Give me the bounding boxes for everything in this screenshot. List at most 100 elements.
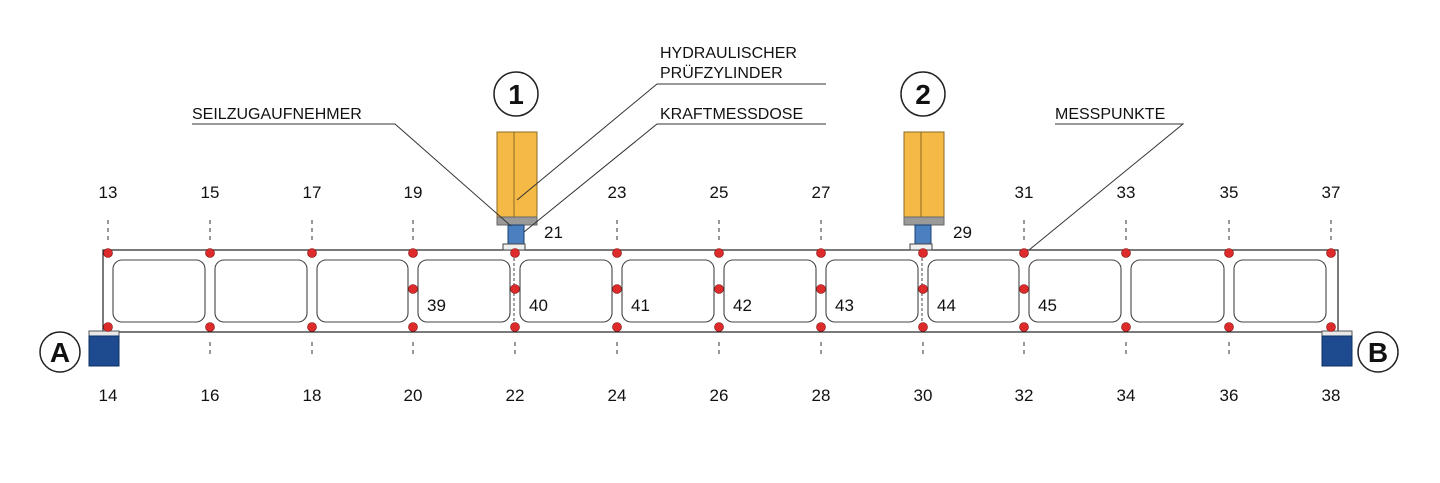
- measure-point-bottom: [1019, 322, 1029, 332]
- measure-point-web: [918, 284, 928, 294]
- measure-point-top: [510, 248, 520, 258]
- hydraulic-cylinder-1: [496, 131, 538, 251]
- station-number-top: 33: [1117, 183, 1136, 202]
- measure-point-bottom: [510, 322, 520, 332]
- support-b-label: B: [1368, 337, 1388, 368]
- measure-point-bottom: [918, 322, 928, 332]
- station-number-web: 42: [733, 296, 752, 315]
- measure-point-bottom: [205, 322, 215, 332]
- beam-cell: [621, 259, 715, 323]
- station-number-bottom: 22: [506, 386, 525, 405]
- leader-hydraulic: [516, 83, 826, 201]
- measure-point-bottom: [816, 322, 826, 332]
- leader-load-cell: [523, 123, 826, 233]
- station-number-bottom: 24: [608, 386, 627, 405]
- load-point-1-circle: [493, 71, 539, 117]
- measure-point-web: [816, 284, 826, 294]
- measure-point-bottom: [612, 322, 622, 332]
- station-number-top: 21: [544, 223, 563, 242]
- support-plate-a: [88, 330, 120, 337]
- measure-point-bottom: [408, 322, 418, 332]
- measure-point-bottom: [103, 322, 113, 332]
- support-a-circle: [39, 331, 81, 373]
- load-point-2-label: 2: [915, 79, 931, 110]
- station-number-top: 35: [1220, 183, 1239, 202]
- beam-cell: [927, 259, 1020, 323]
- support-block-a: [88, 335, 120, 367]
- beam-cell: [519, 259, 613, 323]
- station-number-top: 13: [99, 183, 118, 202]
- measure-point-top: [714, 248, 724, 258]
- station-number-web: 43: [835, 296, 854, 315]
- label-measure-points: MESSPUNKTE: [1055, 106, 1165, 123]
- station-number-top: 19: [404, 183, 423, 202]
- station-number-top: 29: [953, 223, 972, 242]
- station-number-bottom: 28: [812, 386, 831, 405]
- station-number-web: 41: [631, 296, 650, 315]
- station-number-web: 45: [1038, 296, 1057, 315]
- beam-cell: [1028, 259, 1122, 323]
- station-number-web: 40: [529, 296, 548, 315]
- measure-point-top: [612, 248, 622, 258]
- station-number-bottom: 14: [99, 386, 118, 405]
- measure-point-top: [816, 248, 826, 258]
- measure-points: [103, 248, 1336, 332]
- measure-point-web: [408, 284, 418, 294]
- beam-cell: [417, 259, 511, 323]
- measure-point-bottom: [1326, 322, 1336, 332]
- measurement-axes: [107, 220, 1332, 358]
- measure-point-top: [918, 248, 928, 258]
- beam-cell: [214, 259, 308, 323]
- measure-point-web: [510, 284, 520, 294]
- beam-cell: [825, 259, 919, 323]
- leader-measure-points: [1028, 123, 1185, 251]
- support-b-circle: [1357, 331, 1399, 373]
- measure-point-web: [1019, 284, 1029, 294]
- measure-point-top: [1019, 248, 1029, 258]
- beam-cell: [1130, 259, 1225, 323]
- load-cell-1: [507, 224, 525, 245]
- beam-cells: [112, 259, 1327, 323]
- station-number-bottom: 38: [1322, 386, 1341, 405]
- measure-point-bottom: [307, 322, 317, 332]
- load-point-1-label: 1: [508, 79, 524, 110]
- support-plate-b: [1321, 330, 1353, 337]
- load-point-2-circle: [900, 71, 946, 117]
- measure-point-top: [103, 248, 113, 258]
- measure-point-top: [205, 248, 215, 258]
- measure-point-bottom: [1224, 322, 1234, 332]
- station-number-top: 15: [201, 183, 220, 202]
- beam-cell: [316, 259, 409, 323]
- label-hydraulic-line2: PRÜFZYLINDER: [660, 64, 783, 82]
- beam-cell: [723, 259, 817, 323]
- leader-cable-sensor: [192, 123, 512, 227]
- station-number-web: 39: [427, 296, 446, 315]
- station-number-bottom: 26: [710, 386, 729, 405]
- measure-point-top: [1121, 248, 1131, 258]
- station-number-top: 37: [1322, 183, 1341, 202]
- station-number-bottom: 36: [1220, 386, 1239, 405]
- station-number-top: 23: [608, 183, 627, 202]
- support-a-label: A: [50, 337, 70, 368]
- station-number-bottom: 32: [1015, 386, 1034, 405]
- measure-point-top: [408, 248, 418, 258]
- station-number-bottom: 20: [404, 386, 423, 405]
- station-number-top: 27: [812, 183, 831, 202]
- station-number-bottom: 30: [914, 386, 933, 405]
- measure-point-web: [612, 284, 622, 294]
- beam-cell: [112, 259, 206, 323]
- station-number-bottom: 16: [201, 386, 220, 405]
- measure-point-bottom: [1121, 322, 1131, 332]
- support-block-b: [1321, 335, 1353, 367]
- hydraulic-cylinder-2: [903, 131, 945, 251]
- label-hydraulic-line1: HYDRAULISCHER: [660, 45, 797, 62]
- measure-point-bottom: [714, 322, 724, 332]
- station-number-bottom: 34: [1117, 386, 1136, 405]
- label-load-cell: KRAFTMESSDOSE: [660, 106, 803, 123]
- measure-point-top: [1326, 248, 1336, 258]
- measure-point-web: [714, 284, 724, 294]
- station-number-bottom: 18: [303, 386, 322, 405]
- load-cell-2: [914, 224, 932, 245]
